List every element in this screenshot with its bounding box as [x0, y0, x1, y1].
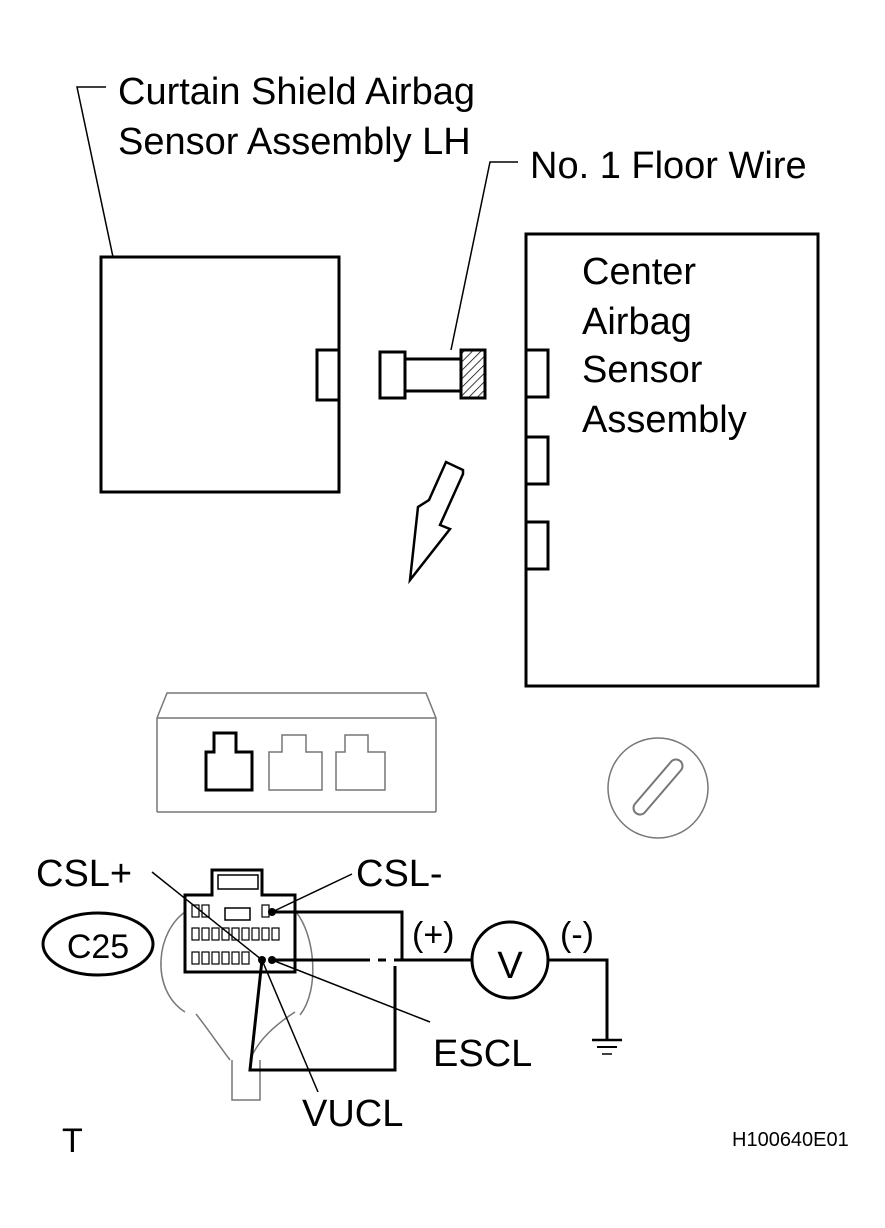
- center-airbag-sensor: Center Airbag Sensor Assembly: [524, 232, 820, 688]
- curtain-leader-line: [76, 86, 114, 258]
- vucl-leader: [261, 959, 319, 1093]
- terminal-labels: CSL+ CSL- ESCL VUCL: [36, 853, 532, 1135]
- connector-code-badge: C25: [41, 911, 155, 977]
- vucl-label: VUCL: [302, 1093, 403, 1135]
- curtain-label-line1: Curtain Shield Airbag: [118, 71, 475, 113]
- floor-wire-label: No. 1 Floor Wire: [530, 145, 807, 187]
- corner-mark: T: [62, 1122, 83, 1160]
- escl-label: ESCL: [433, 1033, 532, 1075]
- center-label-line1: Center: [582, 251, 696, 293]
- curtain-shield-sensor-lh: Curtain Shield Airbag Sensor Assembly LH: [76, 71, 475, 494]
- csl-minus-label: CSL-: [356, 853, 443, 895]
- escl-leader: [271, 959, 431, 1023]
- center-label-line4: Assembly: [582, 399, 747, 441]
- voltmeter-label: V: [497, 945, 523, 987]
- voltmeter-circuit: [248, 910, 622, 1072]
- curtain-label-line2: Sensor Assembly LH: [118, 121, 471, 163]
- floor-wire-connector: No. 1 Floor Wire: [378, 145, 807, 400]
- voltmeter-icon: V: [470, 920, 550, 1000]
- c25-connector: [160, 868, 314, 1101]
- center-label-line2: Airbag: [582, 301, 692, 343]
- center-label-line3: Sensor: [582, 349, 703, 391]
- csl-plus-label: CSL+: [36, 853, 132, 895]
- csl-plus-leader: [151, 871, 263, 961]
- csl-minus-leader: [271, 873, 353, 913]
- connector-code-label: C25: [67, 928, 129, 966]
- service-hole-icon: [607, 737, 709, 839]
- direction-arrow-icon: [408, 460, 465, 585]
- minus-probe-label: (-): [560, 916, 594, 954]
- connector-face-view: [156, 692, 437, 813]
- floor-wire-leader-line: [450, 161, 518, 351]
- plus-probe-label: (+): [412, 916, 455, 954]
- figure-id: H100640E01: [732, 1129, 849, 1151]
